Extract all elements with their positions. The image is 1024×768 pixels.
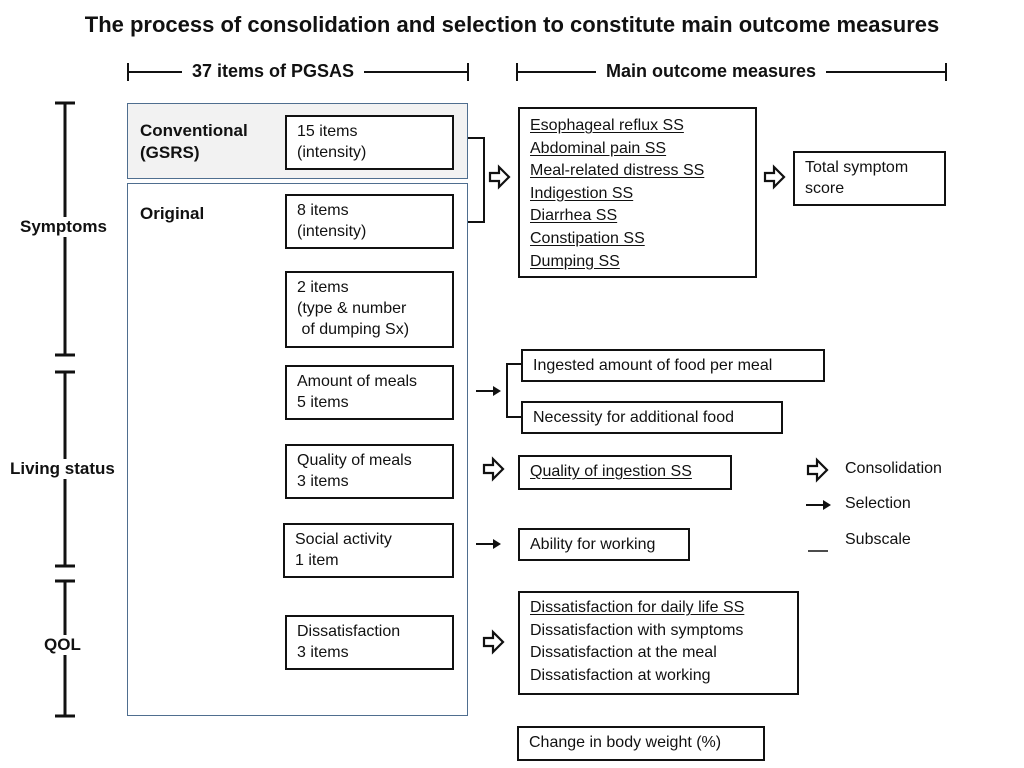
item-box-intensity-8: 8 items(intensity) (285, 194, 454, 249)
group-label-original: Original (140, 204, 205, 223)
legend-selection: Selection (845, 495, 911, 512)
category-qol: QOL (44, 635, 81, 655)
outcome-box-ingested-amount: Ingested amount of food per meal (521, 349, 825, 382)
item-box-gsrs-15: 15 items(intensity) (285, 115, 454, 170)
outcome-box-necessity-food: Necessity for additional food (521, 401, 783, 434)
outcome-box-body-weight: Change in body weight (%) (517, 726, 765, 761)
legend-consolidation: Consolidation (845, 460, 942, 477)
diagram-title: The process of consolidation and selecti… (84, 12, 940, 37)
outcome-box-quality-ingestion: Quality of ingestion SS (518, 455, 732, 490)
item-box-dumping-2: 2 items(type & number of dumping Sx) (285, 271, 454, 348)
outcome-box-symptom-subscales: Esophageal reflux SS Abdominal pain SS M… (518, 107, 757, 278)
outcome-box-dissatisfaction: Dissatisfaction for daily life SS Dissat… (518, 591, 799, 695)
header-main-outcomes: Main outcome measures (596, 61, 827, 82)
header-pgsas-items: 37 items of PGSAS (182, 61, 365, 82)
legend-subscale: Subscale (845, 531, 911, 548)
outcome-box-ability-working: Ability for working (518, 528, 690, 561)
category-living-status: Living status (10, 459, 115, 479)
category-symptoms: Symptoms (20, 217, 107, 237)
group-label-conventional: Conventional(GSRS) (140, 121, 248, 162)
